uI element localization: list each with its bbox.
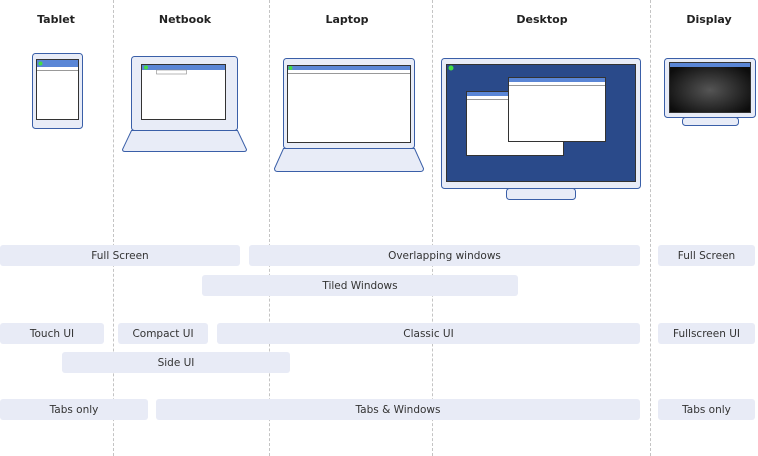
laptop-illustration [273,58,425,172]
column-title-laptop: Laptop [325,13,369,26]
tabs-and-windows-bar: Tabs & Windows [156,399,640,420]
tabs-only-left-bar: Tabs only [0,399,148,420]
side-ui-bar: Side UI [62,352,290,373]
fullscreen-ui-bar: Fullscreen UI [658,323,755,344]
column-divider [113,0,114,456]
column-title-desktop: Desktop [516,13,568,26]
column-divider [432,0,433,456]
compact-ui-bar: Compact UI [118,323,208,344]
full-screen-display-bar: Full Screen [658,245,755,266]
display-illustration [664,58,756,126]
tiled-windows-bar: Tiled Windows [202,275,518,296]
tablet-illustration [32,53,83,129]
tabs-only-display-bar: Tabs only [658,399,755,420]
overlapping-windows-bar: Overlapping windows [249,245,640,266]
classic-ui-bar: Classic UI [217,323,640,344]
column-title-tablet: Tablet [37,13,75,26]
full-screen-tablet-netbook-bar: Full Screen [0,245,240,266]
column-divider [269,0,270,456]
touch-ui-bar: Touch UI [0,323,104,344]
netbook-illustration [121,56,248,152]
column-divider [650,0,651,456]
column-title-display: Display [686,13,732,26]
desktop-illustration [441,58,641,200]
column-title-netbook: Netbook [158,13,212,26]
